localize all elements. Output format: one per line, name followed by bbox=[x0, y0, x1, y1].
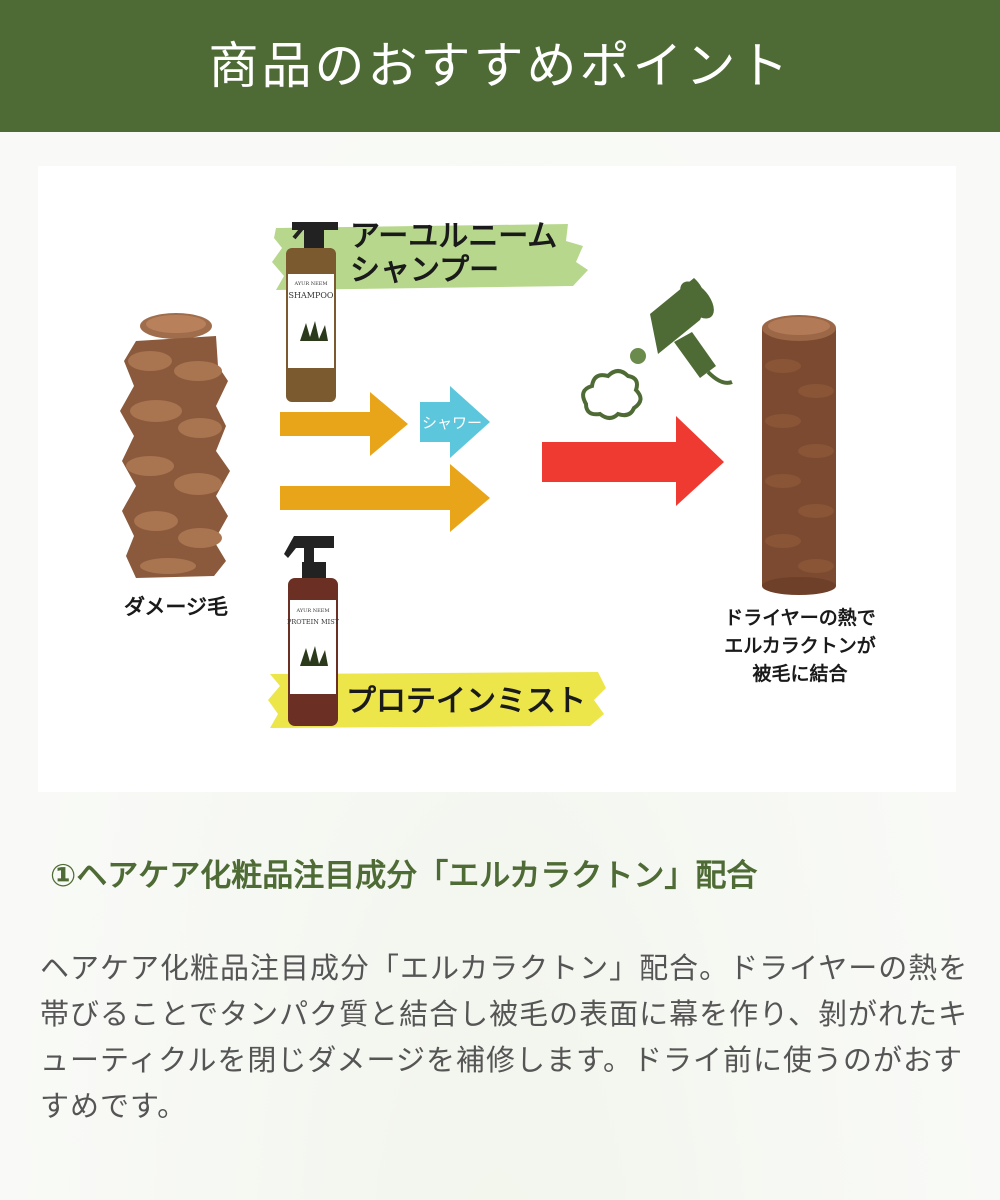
shampoo-label-brush bbox=[272, 224, 588, 290]
mist-bottle-brand: AYUR NEEM bbox=[295, 608, 329, 614]
section-title: ①ヘアケア化粧品注目成分「エルカラクトン」配合 bbox=[50, 858, 758, 894]
shampoo-label-line1: アーユルニーム bbox=[350, 219, 557, 254]
repaired-hair-strand bbox=[762, 315, 836, 595]
shampoo-label-line2: シャンプー bbox=[350, 253, 499, 288]
result-label-line3: 被毛に結合 bbox=[752, 662, 848, 685]
mist-label: プロテインミスト bbox=[346, 684, 586, 719]
shampoo-bottle: AYUR NEEM SHAMPOO bbox=[286, 222, 338, 402]
mist-bottle: AYUR NEEM PROTEIN MIST bbox=[284, 536, 340, 726]
page-header: 商品のおすすめポイント bbox=[0, 0, 1000, 132]
shampoo-arrow bbox=[280, 392, 408, 456]
section-body: ヘアケア化粧品注目成分「エルカラクトン」配合。ドライヤーの熱を帯びることでタンパ… bbox=[40, 951, 969, 1123]
mist-bottle-text: PROTEIN MIST bbox=[287, 618, 340, 626]
page-title: 商品のおすすめポイント bbox=[208, 37, 792, 95]
damaged-hair-strand bbox=[120, 313, 230, 578]
shampoo-bottle-brand: AYUR NEEM bbox=[293, 281, 327, 287]
mist-label-brush bbox=[268, 672, 606, 728]
result-label-line1: ドライヤーの熱で bbox=[724, 606, 875, 629]
diagram-illustration: AYUR NEEM SHAMPOO AYUR NEEM PROTEIN MIST… bbox=[120, 219, 876, 728]
result-label-line2: エルカラクトンが bbox=[724, 634, 875, 657]
dryer-arrow bbox=[542, 416, 724, 506]
hair-dryer-icon bbox=[630, 278, 733, 385]
mist-arrow bbox=[280, 464, 490, 532]
shampoo-bottle-text: SHAMPOO bbox=[289, 291, 334, 300]
shower-label: シャワー bbox=[422, 414, 482, 432]
air-puff-icon bbox=[581, 369, 643, 420]
shower-arrow bbox=[420, 386, 490, 458]
damaged-hair-label: ダメージ毛 bbox=[124, 594, 228, 619]
diagram-panel: AYUR NEEM SHAMPOO AYUR NEEM PROTEIN MIST… bbox=[38, 166, 956, 792]
